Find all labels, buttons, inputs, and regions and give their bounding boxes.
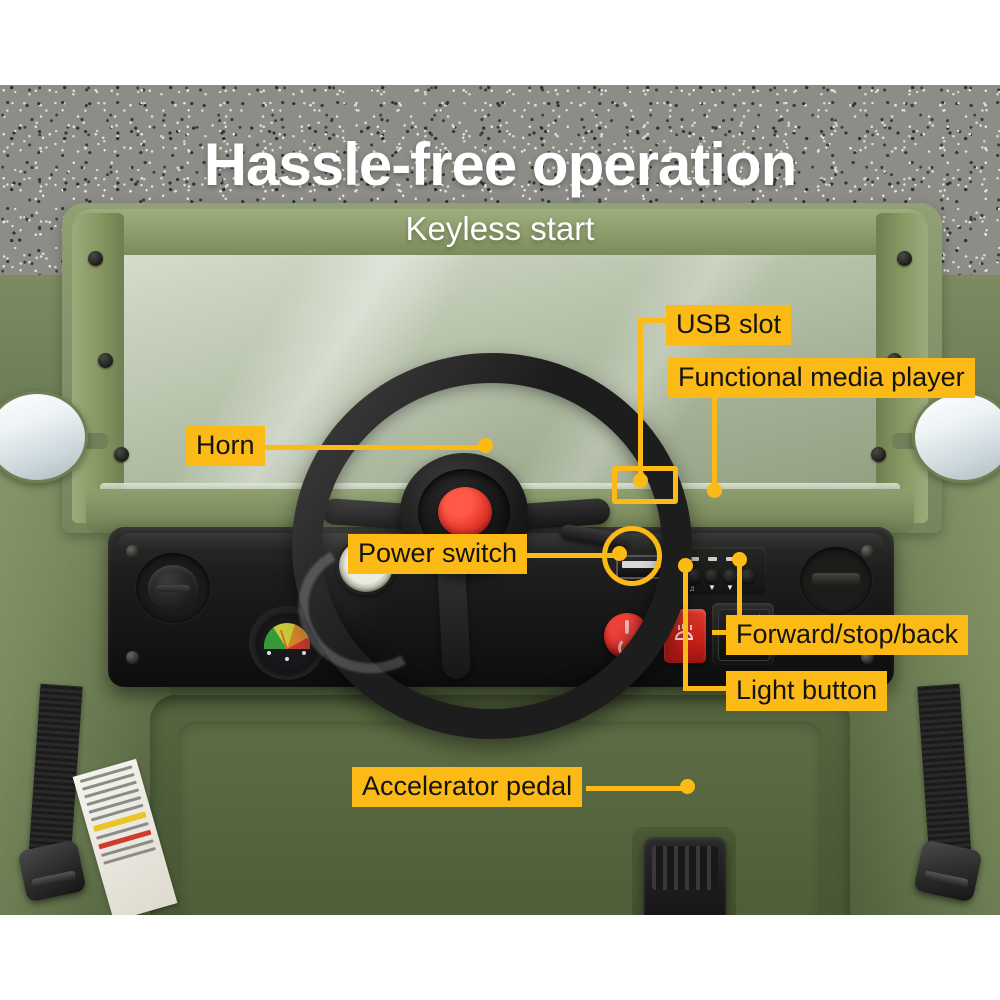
usb-slot-leader-vertical [638,318,643,482]
top-white-border [0,0,1000,85]
frame-bolt [897,251,912,266]
chevron-down-icon: ▼ [708,583,716,592]
dash-screw [861,545,874,558]
steering-wheel[interactable] [284,353,692,739]
callout-light-button[interactable]: Light button [726,671,888,712]
horn-endpoint [478,438,493,453]
accelerator-pedal[interactable] [644,837,726,915]
battery-gauge [256,613,318,673]
horn-button[interactable] [438,487,492,537]
accelerator-leader [586,786,688,791]
windshield-top-rail [72,209,928,255]
callout-media-player[interactable]: Functional media player [668,358,975,399]
light-button-leader-vertical [683,566,688,690]
label-line [103,846,156,865]
page-title: Hassle-free operation [203,131,798,198]
frame-bolt [88,251,103,266]
drive-switch-leader-vertical [737,560,742,634]
drive-switch-endpoint [732,552,747,567]
media-led [726,557,735,561]
light-button-leader-horizontal [683,686,731,691]
gauge-tick [302,651,306,655]
chevron-down-icon: ▼ [726,583,734,592]
media-led [690,557,699,561]
power-switch-endpoint [612,546,627,561]
media-player-endpoint [707,483,722,498]
power-switch-leader [524,553,614,558]
light-button-endpoint [678,558,693,573]
media-player-leader [712,392,717,490]
gauge-tick [267,651,271,655]
pedal-ribs [652,846,718,890]
music-note-icon: ♫ [689,584,695,593]
accelerator-endpoint [680,779,695,794]
callout-usb-slot[interactable]: USB slot [666,305,792,346]
media-button-volume[interactable] [741,569,755,583]
page-subtitle: Keyless start [405,210,595,247]
usb-slot-endpoint [633,473,648,488]
frame-bolt [98,353,113,368]
media-led [708,557,717,561]
horn-leader [262,445,484,450]
usb-slot-highlight [612,466,678,504]
gauge-tick [285,657,289,661]
frame-bolt [114,447,129,462]
callout-accelerator-pedal[interactable]: Accelerator pedal [352,767,583,808]
media-button-next[interactable] [723,569,737,583]
left-side-mirror [0,391,88,483]
dash-screw [126,651,139,664]
media-button-prev[interactable] [687,569,701,583]
frame-bolt [871,447,886,462]
bottom-white-border [0,915,1000,1000]
left-dash-knob[interactable] [148,565,198,611]
dash-screw [126,545,139,558]
usb-slot-leader-horizontal [638,318,668,323]
media-button-play[interactable] [705,569,719,583]
callout-power-switch[interactable]: Power switch [348,534,528,575]
callout-forward-stop-back[interactable]: Forward/stop/back [726,615,969,656]
speaker-grille [800,547,872,615]
callout-horn[interactable]: Horn [186,426,265,467]
